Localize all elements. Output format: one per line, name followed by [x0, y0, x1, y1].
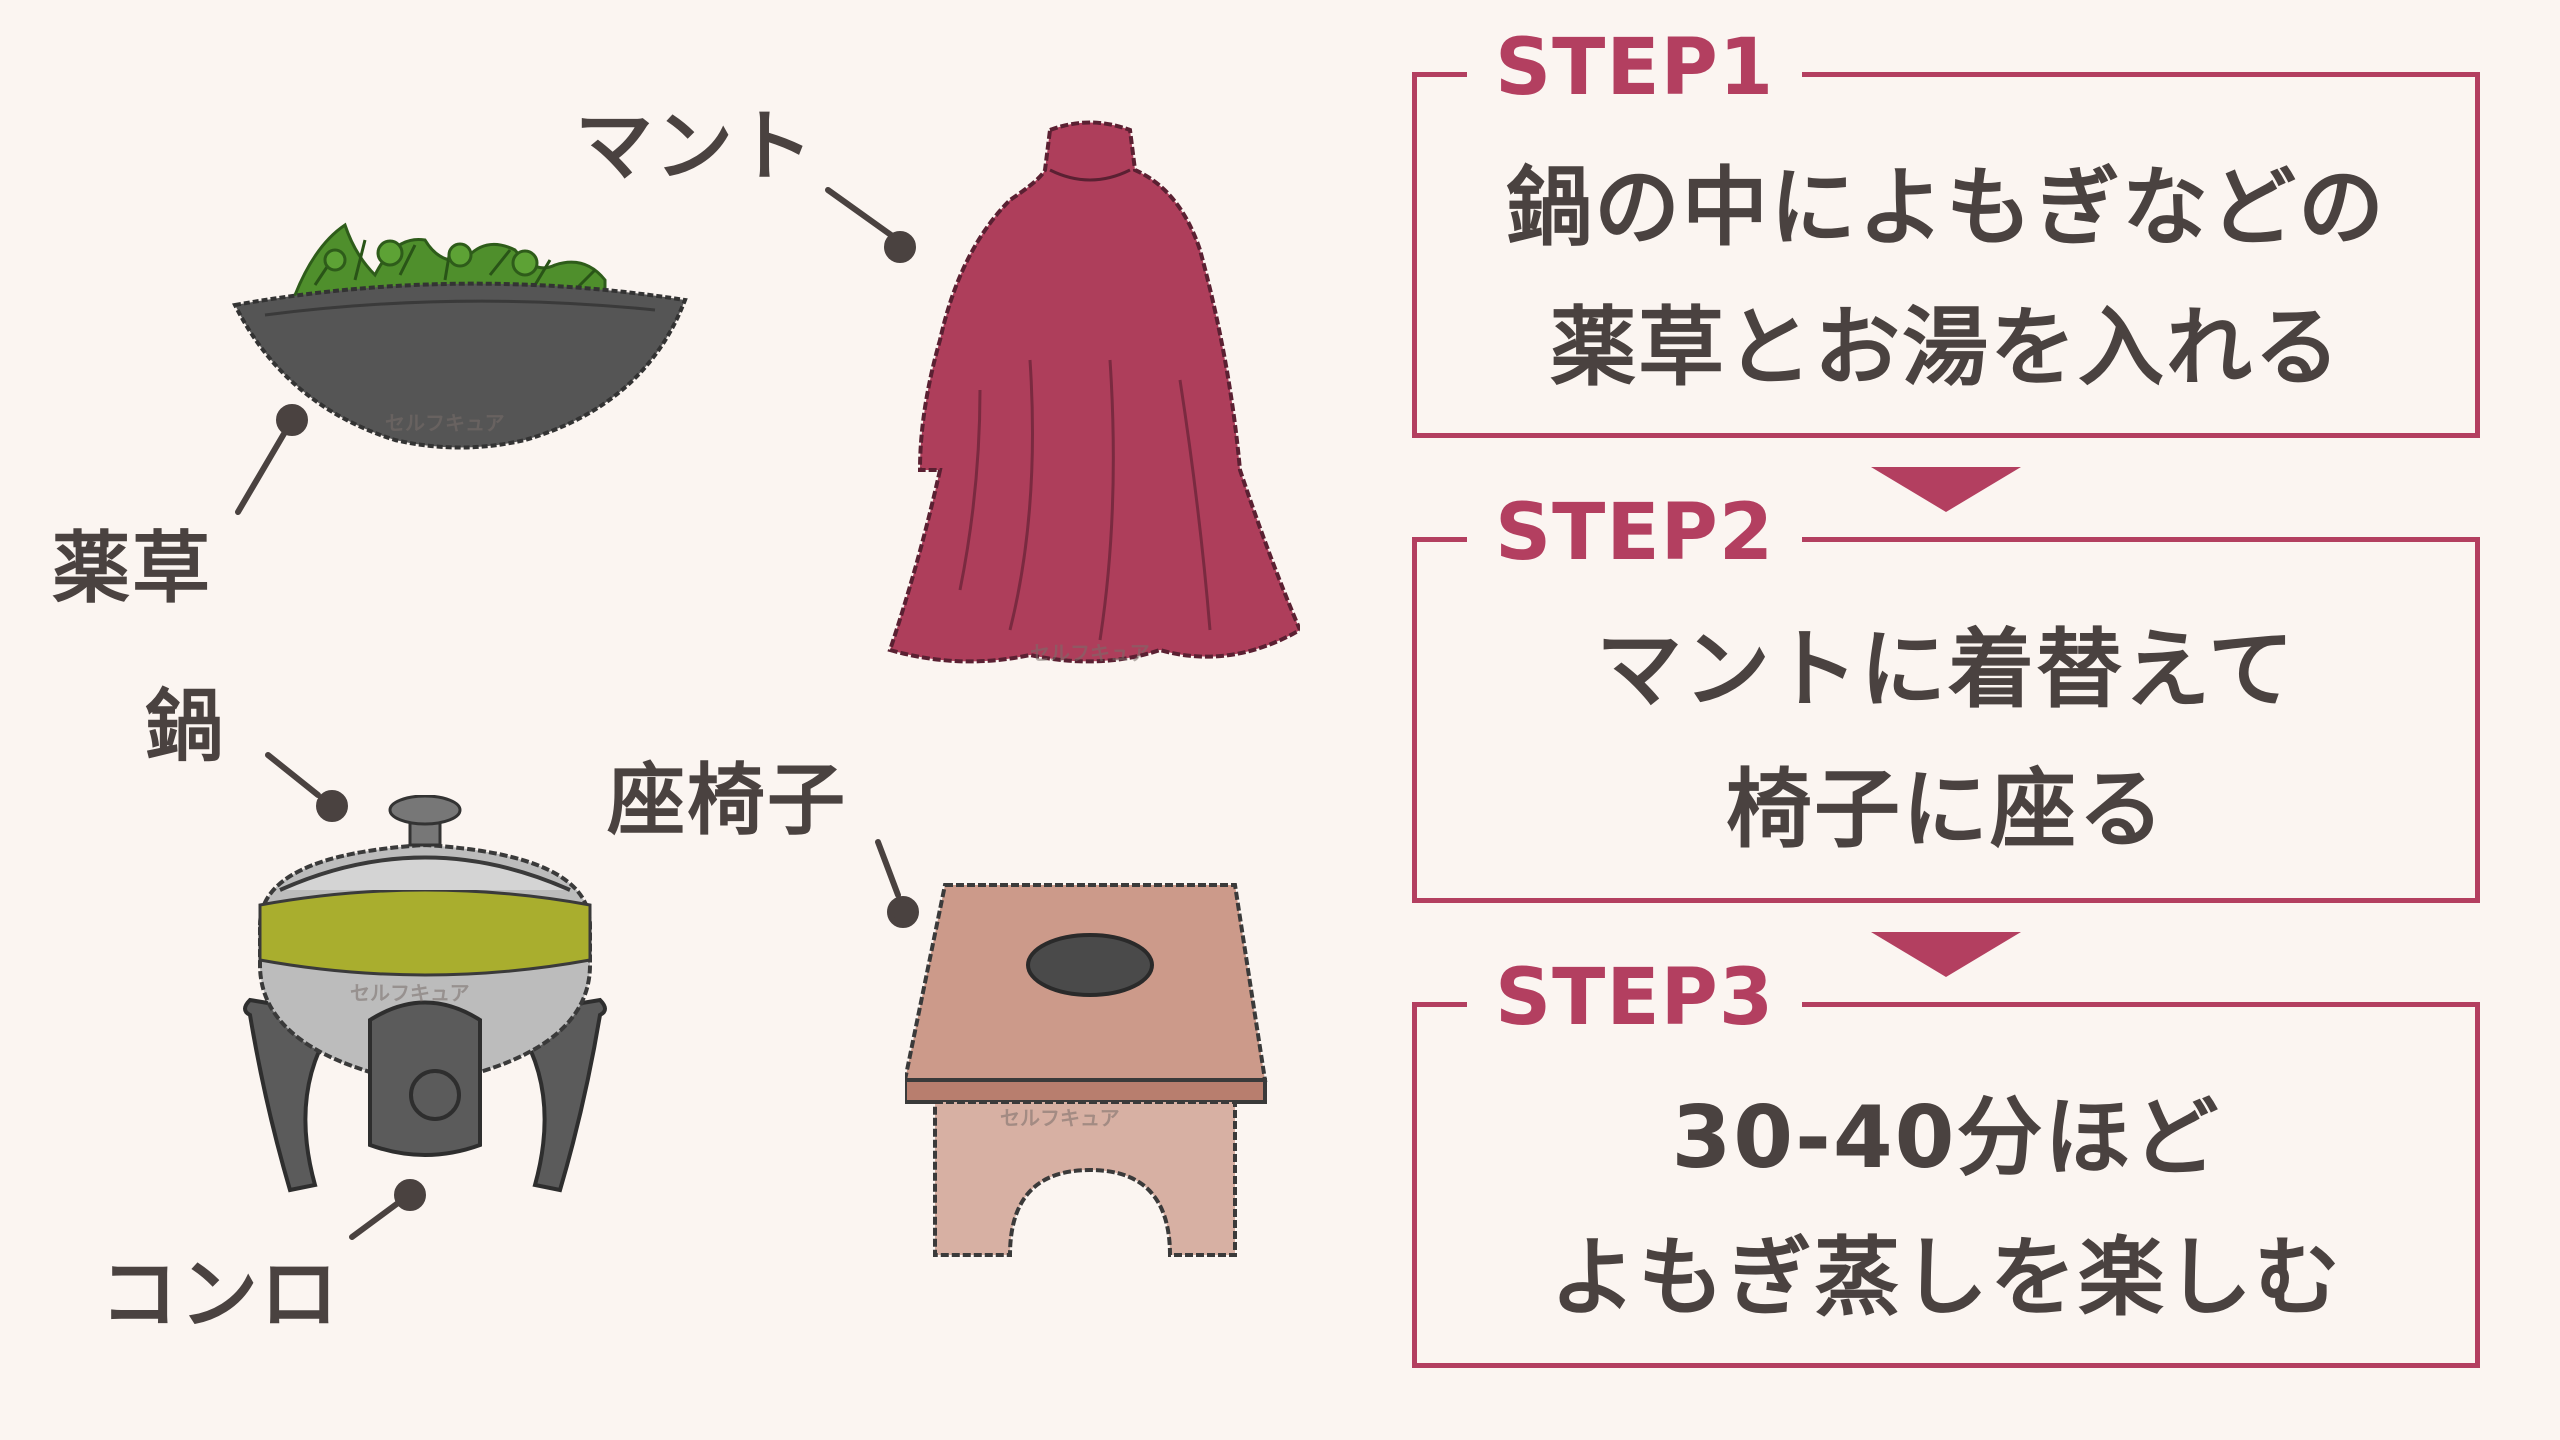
- step-arrow-2: [1871, 932, 2021, 977]
- bowl-icon: [232, 281, 688, 450]
- step-2-label: STEP2: [1467, 494, 1803, 572]
- chair-icon: [905, 883, 1268, 1257]
- watermark: セルフキュア: [350, 981, 470, 1005]
- step-2-box: STEP2 マントに着替えて 椅子に座る: [1412, 494, 2480, 903]
- cape-illustration: セルフキュア: [887, 120, 1300, 665]
- pot-stove-illustration: セルフキュア: [243, 795, 607, 1193]
- chair-label: 座椅子: [607, 756, 848, 846]
- stove-label: コンロ: [100, 1250, 341, 1340]
- step-3-line-1: 30-40分ほど: [1671, 1088, 2221, 1188]
- step-1-box: STEP1 鍋の中によもぎなどの 薬草とお湯を入れる: [1412, 29, 2480, 438]
- pot-leader-line: [265, 752, 321, 798]
- watermark: セルフキュア: [1030, 641, 1150, 665]
- herbs-label: 薬草: [52, 524, 213, 614]
- chair-leader-line: [875, 839, 901, 898]
- step-2-line-2: 椅子に座る: [1726, 760, 2166, 860]
- step-3-label: STEP3: [1467, 959, 1803, 1037]
- step-3-box: STEP3 30-40分ほど よもぎ蒸しを楽しむ: [1412, 959, 2480, 1368]
- step-3-line-2: よもぎ蒸しを楽しむ: [1550, 1228, 2342, 1328]
- stove-icon: [243, 997, 607, 1193]
- herb-bowl-illustration: セルフキュア: [232, 222, 688, 450]
- watermark: セルフキュア: [385, 411, 505, 435]
- step-1-label: STEP1: [1467, 29, 1803, 107]
- chair-illustration: セルフキュア: [905, 883, 1268, 1257]
- step-arrow-1: [1871, 467, 2021, 512]
- cape-leader-line: [825, 187, 901, 243]
- herbs-leader-line: [235, 429, 288, 515]
- step-1-line-1: 鍋の中によもぎなどの: [1506, 158, 2386, 258]
- watermark: セルフキュア: [1000, 1106, 1120, 1130]
- cape-label: マント: [575, 102, 816, 192]
- step-1-line-2: 薬草とお湯を入れる: [1550, 298, 2342, 398]
- cape-icon: [887, 120, 1300, 664]
- step-2-line-1: マントに着替えて: [1596, 620, 2296, 720]
- stove-knob-icon: [409, 1069, 461, 1121]
- stove-leader-line: [349, 1200, 401, 1240]
- pot-label: 鍋: [145, 682, 226, 772]
